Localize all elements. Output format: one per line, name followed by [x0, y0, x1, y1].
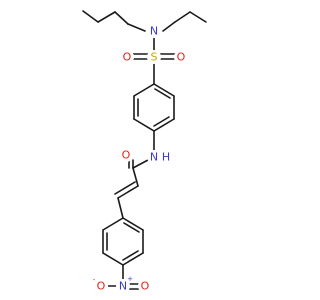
ring2-bond-6	[102, 217, 124, 231]
atom-o-s-right: O	[174, 50, 188, 64]
ring1-inner-1	[154, 88, 171, 99]
bond-n-propyl2	[162, 21, 176, 32]
bond-propyl1-c	[82, 10, 99, 23]
atom-o-nitro-minus-charge: -	[93, 276, 96, 284]
ring2-bond-4	[102, 252, 124, 266]
bond-n-carbonyl	[132, 159, 149, 169]
atom-o-amide-label: O	[122, 149, 131, 162]
atom-s: S	[147, 50, 161, 64]
atom-h-amide-label: H	[162, 151, 170, 164]
ring2-inner-2	[122, 250, 139, 261]
atom-s-label: S	[151, 51, 158, 64]
atom-n-amine-label: N	[150, 25, 158, 38]
atom-o-nitro: O	[138, 279, 152, 293]
atom-n-nitro-label: N	[119, 280, 127, 293]
bond-propyl1-a	[114, 11, 129, 25]
atom-o-s-left: O	[120, 50, 134, 64]
bond-propyl2-b	[189, 11, 207, 23]
bond-n-propyl1	[127, 23, 146, 32]
ring1-bond-1	[153, 83, 175, 97]
ring1-inner-2	[153, 116, 170, 127]
bond-carbonyl-alpha	[132, 167, 139, 187]
atom-o-nitro-label: O	[141, 280, 150, 293]
atom-n-amine: N	[147, 24, 161, 38]
bond-beta-ring2	[117, 197, 124, 219]
atom-o-nitro-minus-label: O	[97, 280, 106, 293]
atom-o-nitro-minus: O -	[93, 276, 108, 293]
ring2-bond-1	[122, 217, 144, 231]
atom-n-amide-label: N	[150, 151, 158, 164]
atom-label-layer: N S O O N H O N +	[93, 24, 188, 293]
bond-propyl1-b	[97, 11, 116, 23]
atom-n-nitro-charge: +	[127, 275, 133, 283]
bond-alkene-2	[114, 181, 136, 195]
bond-propyl2-a	[174, 11, 191, 23]
ring1-bond-3	[153, 118, 175, 132]
atom-o-s-right-label: O	[177, 51, 186, 64]
atom-n-amide: N	[147, 150, 161, 164]
atom-o-s-left-label: O	[123, 51, 132, 64]
ring2-inner-1	[123, 222, 140, 233]
bond-alkene-1	[117, 185, 139, 199]
atom-o-amide: O	[119, 148, 133, 162]
atom-h-amide: H	[160, 151, 172, 164]
molecule-structure: N S O O N H O N +	[82, 10, 207, 293]
ring1-bond-4	[133, 118, 155, 132]
atom-n-nitro: N +	[116, 275, 133, 293]
ring2-bond-3	[122, 252, 144, 266]
bond-layer	[82, 10, 207, 290]
ring1-bond-6	[133, 83, 155, 97]
